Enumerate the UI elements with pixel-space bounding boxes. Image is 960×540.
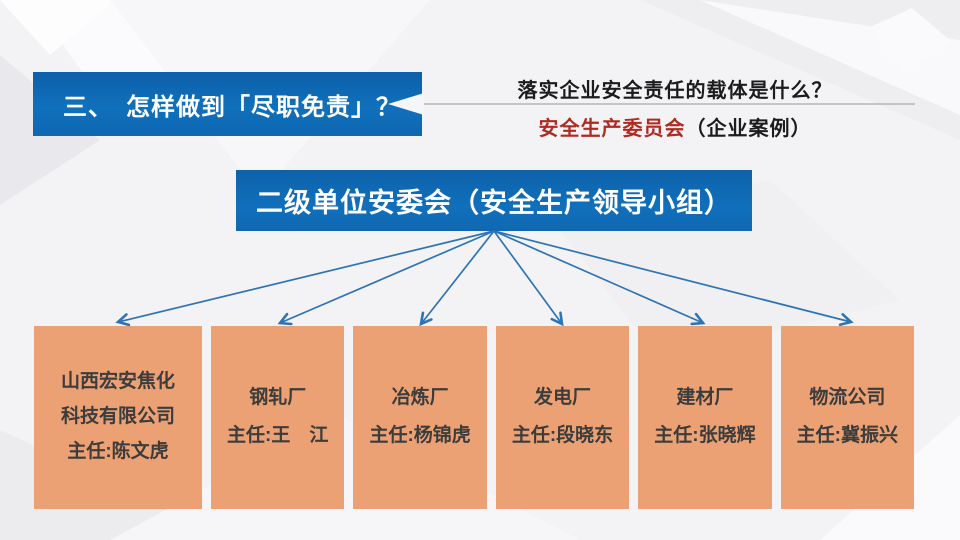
org-unit-box-yelian: 冶炼厂 主任:杨锦虎 xyxy=(353,326,487,509)
org-root-label: 二级单位安委会（安全生产领导小组） xyxy=(256,188,732,218)
unit-name-line: 发电厂 xyxy=(534,387,592,409)
question-text: 落实企业安全责任的载体是什么？ xyxy=(517,80,833,102)
unit-name-line: 物流公司 xyxy=(809,387,886,409)
unit-director-line: 主任:王 江 xyxy=(227,425,329,446)
unit-name-line: 科技有限公司 xyxy=(60,406,175,428)
unit-director-line: 主任:冀振兴 xyxy=(796,425,898,446)
unit-name-line: 冶炼厂 xyxy=(391,387,449,409)
org-unit-row: 山西宏安焦化 科技有限公司 主任:陈文虎 钢轧厂 主任:王 江 冶炼厂 主任:杨… xyxy=(34,326,915,509)
unit-director-line: 主任:段晓东 xyxy=(511,425,614,446)
connector-arrow xyxy=(115,230,495,327)
unit-name-line: 山西宏安焦化 xyxy=(60,371,175,393)
org-unit-box-gangzha: 钢轧厂 主任:王 江 xyxy=(211,326,345,509)
connector-arrow xyxy=(277,230,495,326)
org-root-box: 二级单位安委会（安全生产领导小组） xyxy=(236,170,752,231)
connector-arrow xyxy=(493,230,564,327)
connector-arrow xyxy=(493,230,854,327)
section-title: 三、 怎样做到「尽职免责」？ xyxy=(63,93,401,121)
org-unit-box-fadian: 发电厂 主任:段晓东 xyxy=(495,326,630,509)
unit-name-line: 建材厂 xyxy=(676,387,734,409)
unit-name-line: 钢轧厂 xyxy=(249,387,307,409)
org-unit-box-jiancai: 建材厂 主任:张晓辉 xyxy=(638,326,772,509)
section-title-banner: 三、 怎样做到「尽职免责」？ xyxy=(33,72,422,136)
connector-arrow xyxy=(419,230,495,327)
unit-director-line: 主任:张晓辉 xyxy=(654,425,756,446)
answer-rest: （企业案例） xyxy=(685,118,812,140)
org-unit-box-wuliu: 物流公司 主任:冀振兴 xyxy=(780,326,915,509)
connector-arrow xyxy=(493,230,706,326)
answer-text: 安全生产委员会（企业案例） xyxy=(430,112,920,141)
org-unit-box-hongan: 山西宏安焦化 科技有限公司 主任:陈文虎 xyxy=(34,326,202,509)
unit-director-line: 主任:杨锦虎 xyxy=(369,425,471,446)
unit-director-line: 主任:陈文虎 xyxy=(67,440,169,462)
answer-highlight: 安全生产委员会 xyxy=(538,118,686,140)
